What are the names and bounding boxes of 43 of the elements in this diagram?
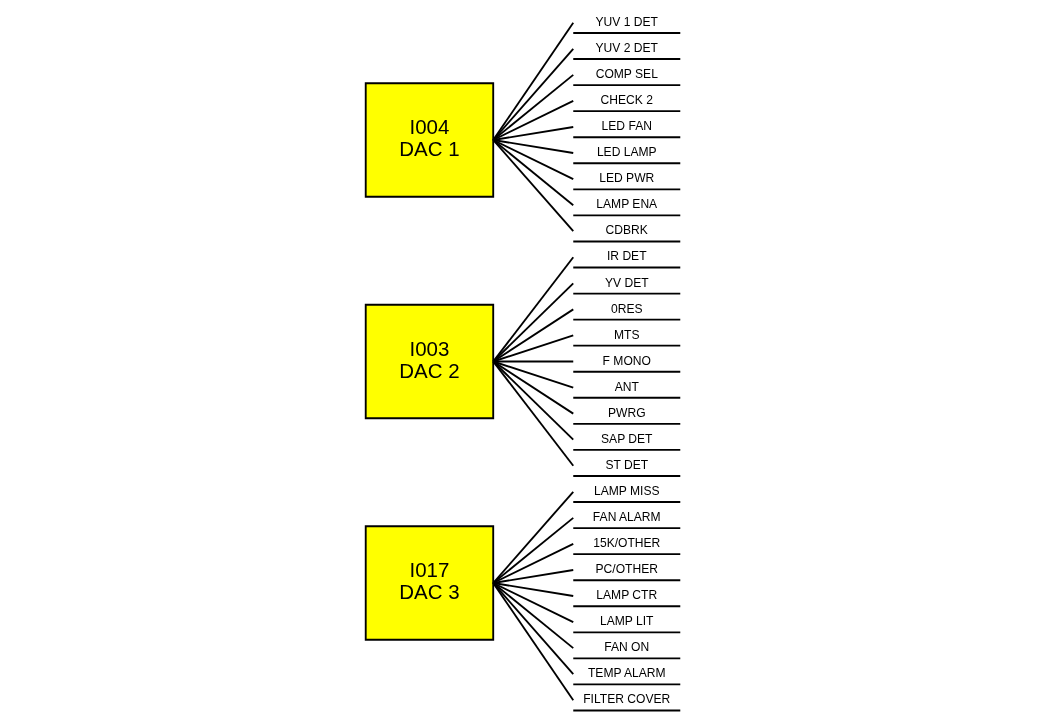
connector [491, 360, 574, 467]
node-text: LED FAN [601, 119, 652, 134]
node-text: 15K/OTHER [592, 536, 660, 551]
node-text: COMP SEL [595, 67, 658, 82]
connector [491, 139, 574, 207]
node-text: LED LAMP [596, 145, 657, 160]
node-text: MTS [613, 327, 640, 342]
node-text: PC/OTHER [595, 562, 658, 577]
connector [491, 582, 574, 702]
node-text: CHECK 2 [600, 93, 653, 108]
connector [491, 256, 574, 363]
node-text: FAN ON [603, 640, 649, 655]
node-text: LED PWR [598, 171, 654, 186]
node-box: I004 DAC 1 [364, 82, 494, 198]
node-text: FAN ALARM [592, 510, 661, 525]
node-text: YUV 2 DET [595, 40, 658, 55]
connector [491, 582, 574, 676]
connector [491, 47, 574, 141]
node-box: I017 DAC 3 [364, 525, 494, 641]
connector [491, 360, 574, 441]
node-text: SAP DET [600, 431, 652, 446]
node-text: LAMP LIT [599, 614, 654, 629]
connector [491, 73, 574, 141]
connector [491, 21, 574, 141]
node-text: ANT [614, 379, 639, 394]
node-text: ST DET [604, 457, 648, 472]
node-text: PWRG [607, 405, 646, 420]
node-text: LAMP CTR [595, 588, 657, 603]
connector [491, 516, 574, 584]
node-text: LAMP ENA [595, 197, 657, 212]
connector [491, 490, 574, 584]
node-text: 0RES [610, 301, 643, 316]
node-text: CDBRK [605, 223, 648, 238]
node-text: FILTER COVER [582, 692, 670, 707]
node-box: I003 DAC 2 [364, 303, 494, 420]
node-text: TEMP ALARM [587, 666, 666, 681]
connector [491, 139, 574, 233]
node-text: IR DET [606, 249, 647, 264]
node-text: F MONO [602, 353, 651, 368]
node-text: YUV 1 DET [595, 14, 658, 29]
connector [491, 282, 574, 363]
node-text: LAMP MISS [593, 483, 660, 498]
node-text: YV DET [604, 275, 649, 290]
